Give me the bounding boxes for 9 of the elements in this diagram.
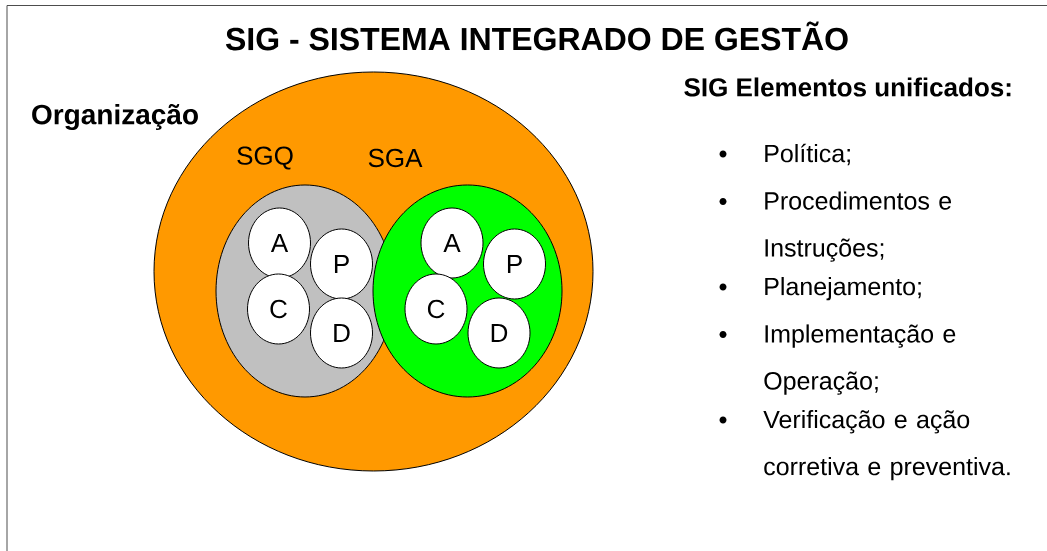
node-label: SGQ xyxy=(237,146,293,170)
list-item: Planejamento; xyxy=(765,277,921,301)
list-item: Procedimentos e Instruções; xyxy=(765,191,952,262)
list-item: Implementação e Operação; xyxy=(764,324,956,395)
list-item: Política; xyxy=(765,143,850,166)
title: SIG - SISTEMA INTEGRADO DE GESTÃO xyxy=(225,21,848,51)
list-heading: SIG Elementos unificados: xyxy=(684,77,1011,97)
node-label: SGA xyxy=(368,148,423,168)
list-item: Verificação e ação corretiva e preventiva. xyxy=(763,409,1010,481)
